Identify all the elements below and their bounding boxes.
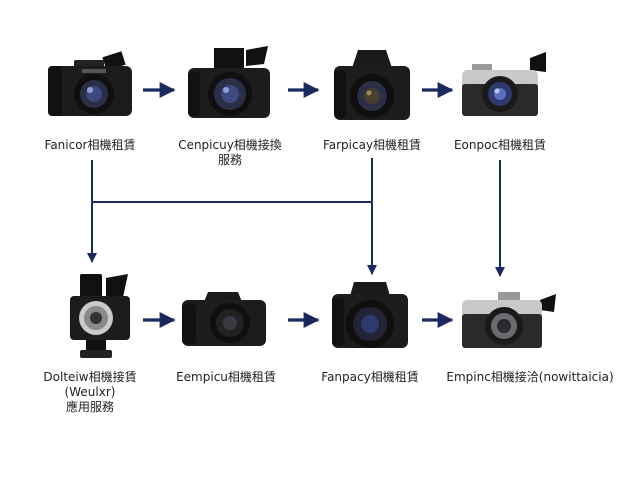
retro-camera-icon: [462, 292, 556, 348]
dslr-camera-icon: [182, 292, 266, 346]
node-label-line: Farpicay相機租賃: [322, 138, 422, 152]
node-label: Fanpacy相機租賃: [310, 370, 430, 385]
node-label-line: 服務: [217, 153, 242, 167]
node-label: Fanicor相機租賃: [30, 138, 150, 153]
node-label: Eempicu相機租賃: [166, 370, 286, 385]
node-label: Cenpicuy相機接換 服務: [170, 138, 290, 168]
node-label: Empinc相機接洽(nowittaicia): [440, 370, 620, 385]
node-label-line: Eempicu相機租賃: [176, 370, 276, 384]
retro-camera-icon: [462, 52, 546, 116]
node-label-line: (Weulxr): [64, 385, 116, 399]
node-label-line: Fanicor相機租賃: [44, 138, 136, 152]
node-label: Farpicay相機租賃: [312, 138, 432, 153]
node-label: Eonpoc相機租賃: [440, 138, 560, 153]
node-label-line: Cenpicuy相機接換: [178, 138, 282, 152]
mirrorless-camera-icon: [48, 51, 132, 116]
node-label-line: 應用服務: [65, 400, 114, 414]
dslr-camera-icon: [332, 282, 408, 348]
node-label-line: Eonpoc相機租賃: [453, 138, 547, 152]
node-label: Dolteiw相機接賃 (Weulxr) 應用服務: [20, 370, 160, 415]
arrow-n1-n7: [92, 201, 377, 275]
node-label-line: Fanpacy相機租賃: [321, 370, 419, 384]
dslr-camera-icon: [334, 50, 410, 120]
node-label-line: Dolteiw相機接賃: [43, 370, 137, 384]
dslr-camera-icon: [188, 46, 270, 118]
modular-camera-icon: [70, 274, 130, 358]
node-label-line: Empinc相機接洽(nowittaicia): [446, 370, 614, 384]
